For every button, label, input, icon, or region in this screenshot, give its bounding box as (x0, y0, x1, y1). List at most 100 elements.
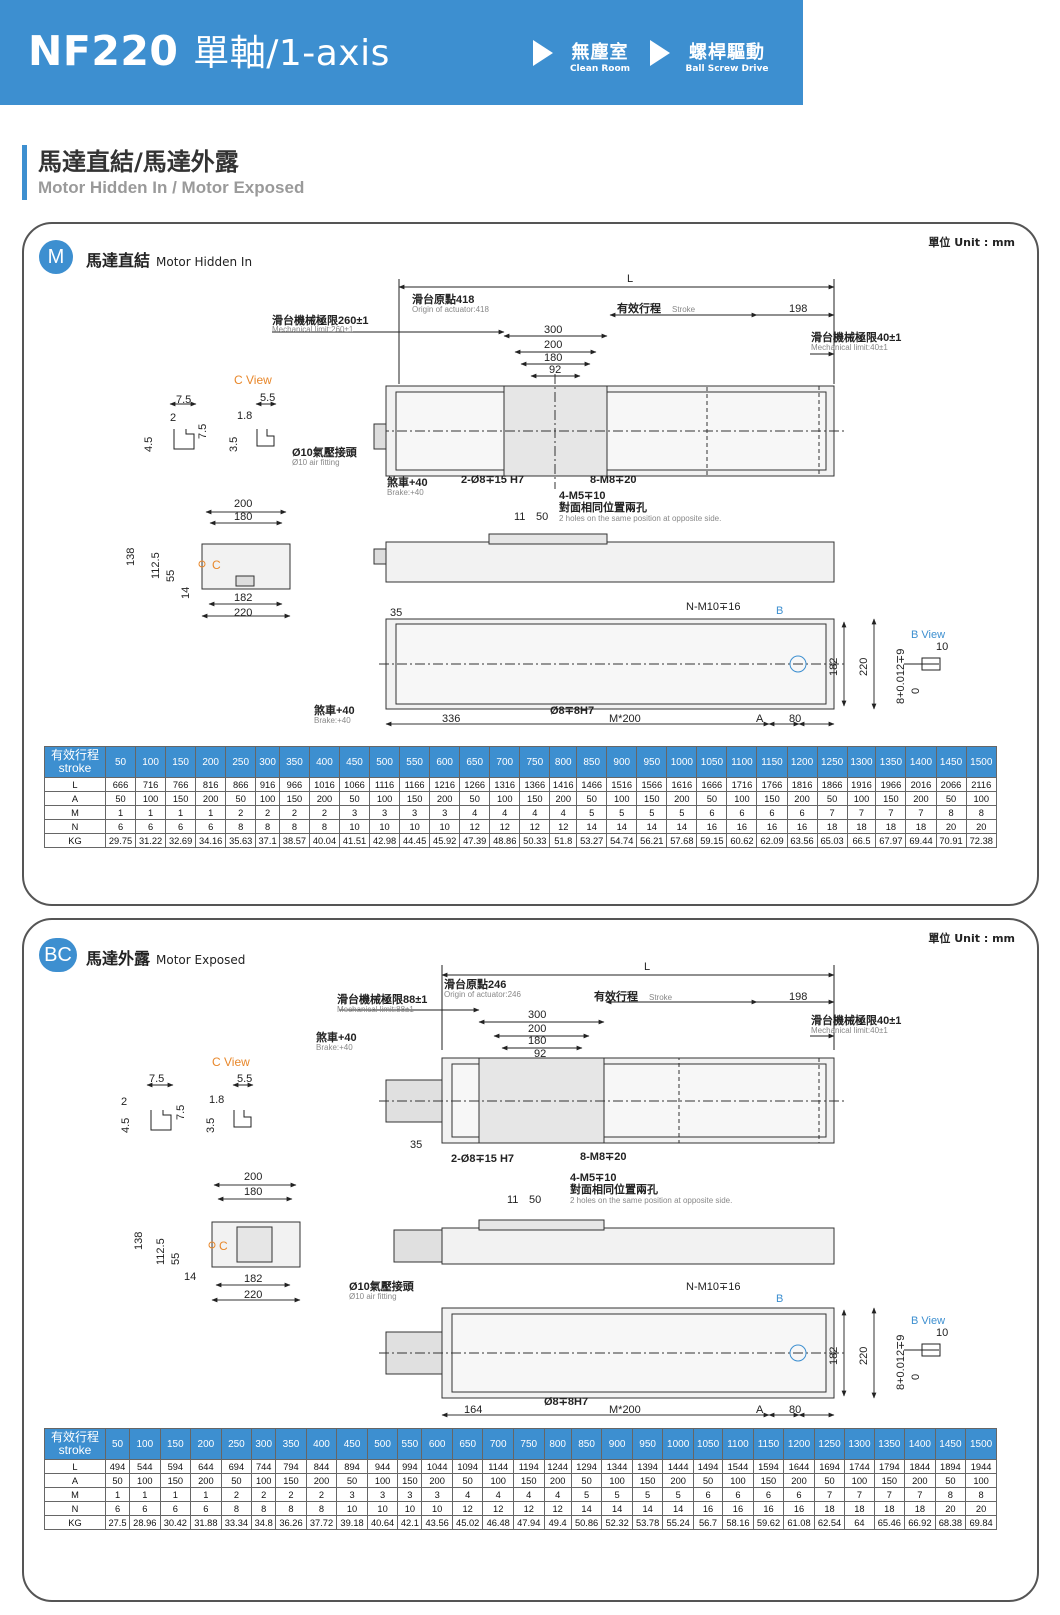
table-cell: 2 (278, 805, 310, 820)
table-cell: 200 (786, 791, 818, 806)
table-cell: 8 (220, 1501, 253, 1516)
table-cell: 8 (278, 819, 310, 834)
table-cell: 3 (429, 805, 461, 820)
table-cell: 100 (846, 791, 877, 806)
arrow-icon (650, 40, 670, 66)
table-cell: 7 (873, 1487, 906, 1502)
table-cell: 2 (275, 1487, 307, 1502)
stroke-column-header: 1100 (722, 1428, 754, 1460)
table-cell: 12 (549, 819, 578, 834)
svg-text:14: 14 (180, 587, 192, 599)
table-cell: 766 (165, 777, 197, 792)
table-cell: 8 (305, 1501, 338, 1516)
table-cell: 1 (195, 805, 227, 820)
actuator-side-view (373, 533, 835, 583)
origin-label: 滑台原點418 (412, 292, 474, 306)
table-cell: 39.18 (336, 1515, 368, 1530)
table-cell: 32.69 (165, 833, 197, 848)
table-cell: 644 (190, 1459, 222, 1474)
svg-text:Origin of actuator:418: Origin of actuator:418 (412, 305, 489, 314)
table-cell: 50 (338, 791, 371, 806)
table-cell: 150 (756, 791, 788, 806)
dim-L: L (627, 273, 633, 285)
svg-text:112.5: 112.5 (155, 1238, 167, 1265)
table-cell: 14 (666, 819, 698, 834)
table-cell: 1 (135, 805, 167, 820)
table-cell: 150 (636, 791, 668, 806)
svg-text:Stroke: Stroke (649, 993, 673, 1002)
table-cell: 52.32 (601, 1515, 633, 1530)
svg-text:198: 198 (789, 991, 807, 1003)
table-cell: 10 (366, 1501, 399, 1516)
table-cell: 1666 (696, 777, 728, 792)
table-cell: 1294 (570, 1459, 603, 1474)
table-cell: 66.5 (846, 833, 877, 848)
table-cell: 4 (519, 805, 551, 820)
stroke-column-header: 200 (195, 746, 227, 778)
arrow-icon (533, 40, 553, 66)
table-cell: 16 (752, 1501, 785, 1516)
table-cell: 994 (397, 1459, 423, 1474)
table-cell: 1 (129, 1487, 161, 1502)
stroke-column-header: 50 (104, 1428, 131, 1460)
svg-text:92: 92 (534, 1048, 546, 1060)
m5-label: 4-M5∓10 (570, 1172, 617, 1184)
svg-text:300: 300 (528, 1009, 546, 1021)
table-cell: 12 (489, 819, 521, 834)
stroke-column-header: 400 (308, 746, 341, 778)
table-cell: 1366 (519, 777, 551, 792)
table-cell: 12 (512, 1501, 545, 1516)
svg-text:Ø8∓8H7: Ø8∓8H7 (544, 1396, 588, 1408)
mech-limit-right: 滑台機械極限40±1 (811, 330, 901, 344)
stroke-label: 有效行程 (594, 989, 638, 1003)
stroke-column-header: 450 (336, 1428, 368, 1460)
section-title: 馬達直結/馬達外露 (38, 148, 239, 176)
svg-text:1.8: 1.8 (237, 410, 252, 422)
row-label: A (44, 1473, 106, 1488)
table-cell: 3 (338, 805, 371, 820)
table-cell: 1 (104, 1487, 131, 1502)
table-cell: 1566 (636, 777, 668, 792)
table-cell: 200 (905, 791, 937, 806)
table-cell: 6 (165, 819, 197, 834)
table-cell: 894 (336, 1459, 368, 1474)
table-cell: 8 (251, 1501, 277, 1516)
table-cell: 47.39 (459, 833, 491, 848)
table-cell: 66.92 (904, 1515, 936, 1530)
table-cell: 150 (397, 1473, 423, 1488)
svg-text:2 holes on the same position a: 2 holes on the same position at opposite… (559, 514, 721, 523)
table-cell: 50 (220, 1473, 253, 1488)
pin-hole-label: 2-Ø8∓15 H7 (461, 474, 524, 486)
table-cell: 1194 (512, 1459, 545, 1474)
stroke-column-header: 600 (421, 1428, 453, 1460)
table-cell: 2 (225, 805, 257, 820)
stroke-column-header: 1000 (662, 1428, 694, 1460)
table-cell: 16 (786, 819, 818, 834)
actuator-top-view (373, 374, 844, 489)
svg-text:0: 0 (910, 688, 922, 694)
table-cell: 6 (752, 1487, 785, 1502)
table-cell: 7 (844, 1487, 875, 1502)
svg-text:50: 50 (529, 1194, 541, 1206)
table-cell: 6 (159, 1501, 192, 1516)
table-cell: 18 (813, 1501, 846, 1516)
table-cell: 1694 (813, 1459, 846, 1474)
stroke-column-header: 950 (631, 1428, 664, 1460)
m5-label: 4-M5∓10 (559, 490, 606, 502)
table-cell: 14 (636, 819, 668, 834)
table-cell: 16 (783, 1501, 815, 1516)
model-badge: BC (39, 938, 77, 972)
svg-text:138: 138 (125, 548, 137, 566)
table-cell: 68.38 (934, 1515, 967, 1530)
stroke-column-header: 700 (489, 746, 521, 778)
section-accent-bar (22, 145, 27, 200)
table-cell: 46.48 (482, 1515, 514, 1530)
motor-exposed-drawing: L 滑台原點246 Origin of actuator:246 有效行程 St… (120, 961, 948, 1418)
svg-text:180: 180 (244, 1186, 262, 1198)
table-cell: 100 (965, 1473, 997, 1488)
table-cell: 48.86 (489, 833, 521, 848)
